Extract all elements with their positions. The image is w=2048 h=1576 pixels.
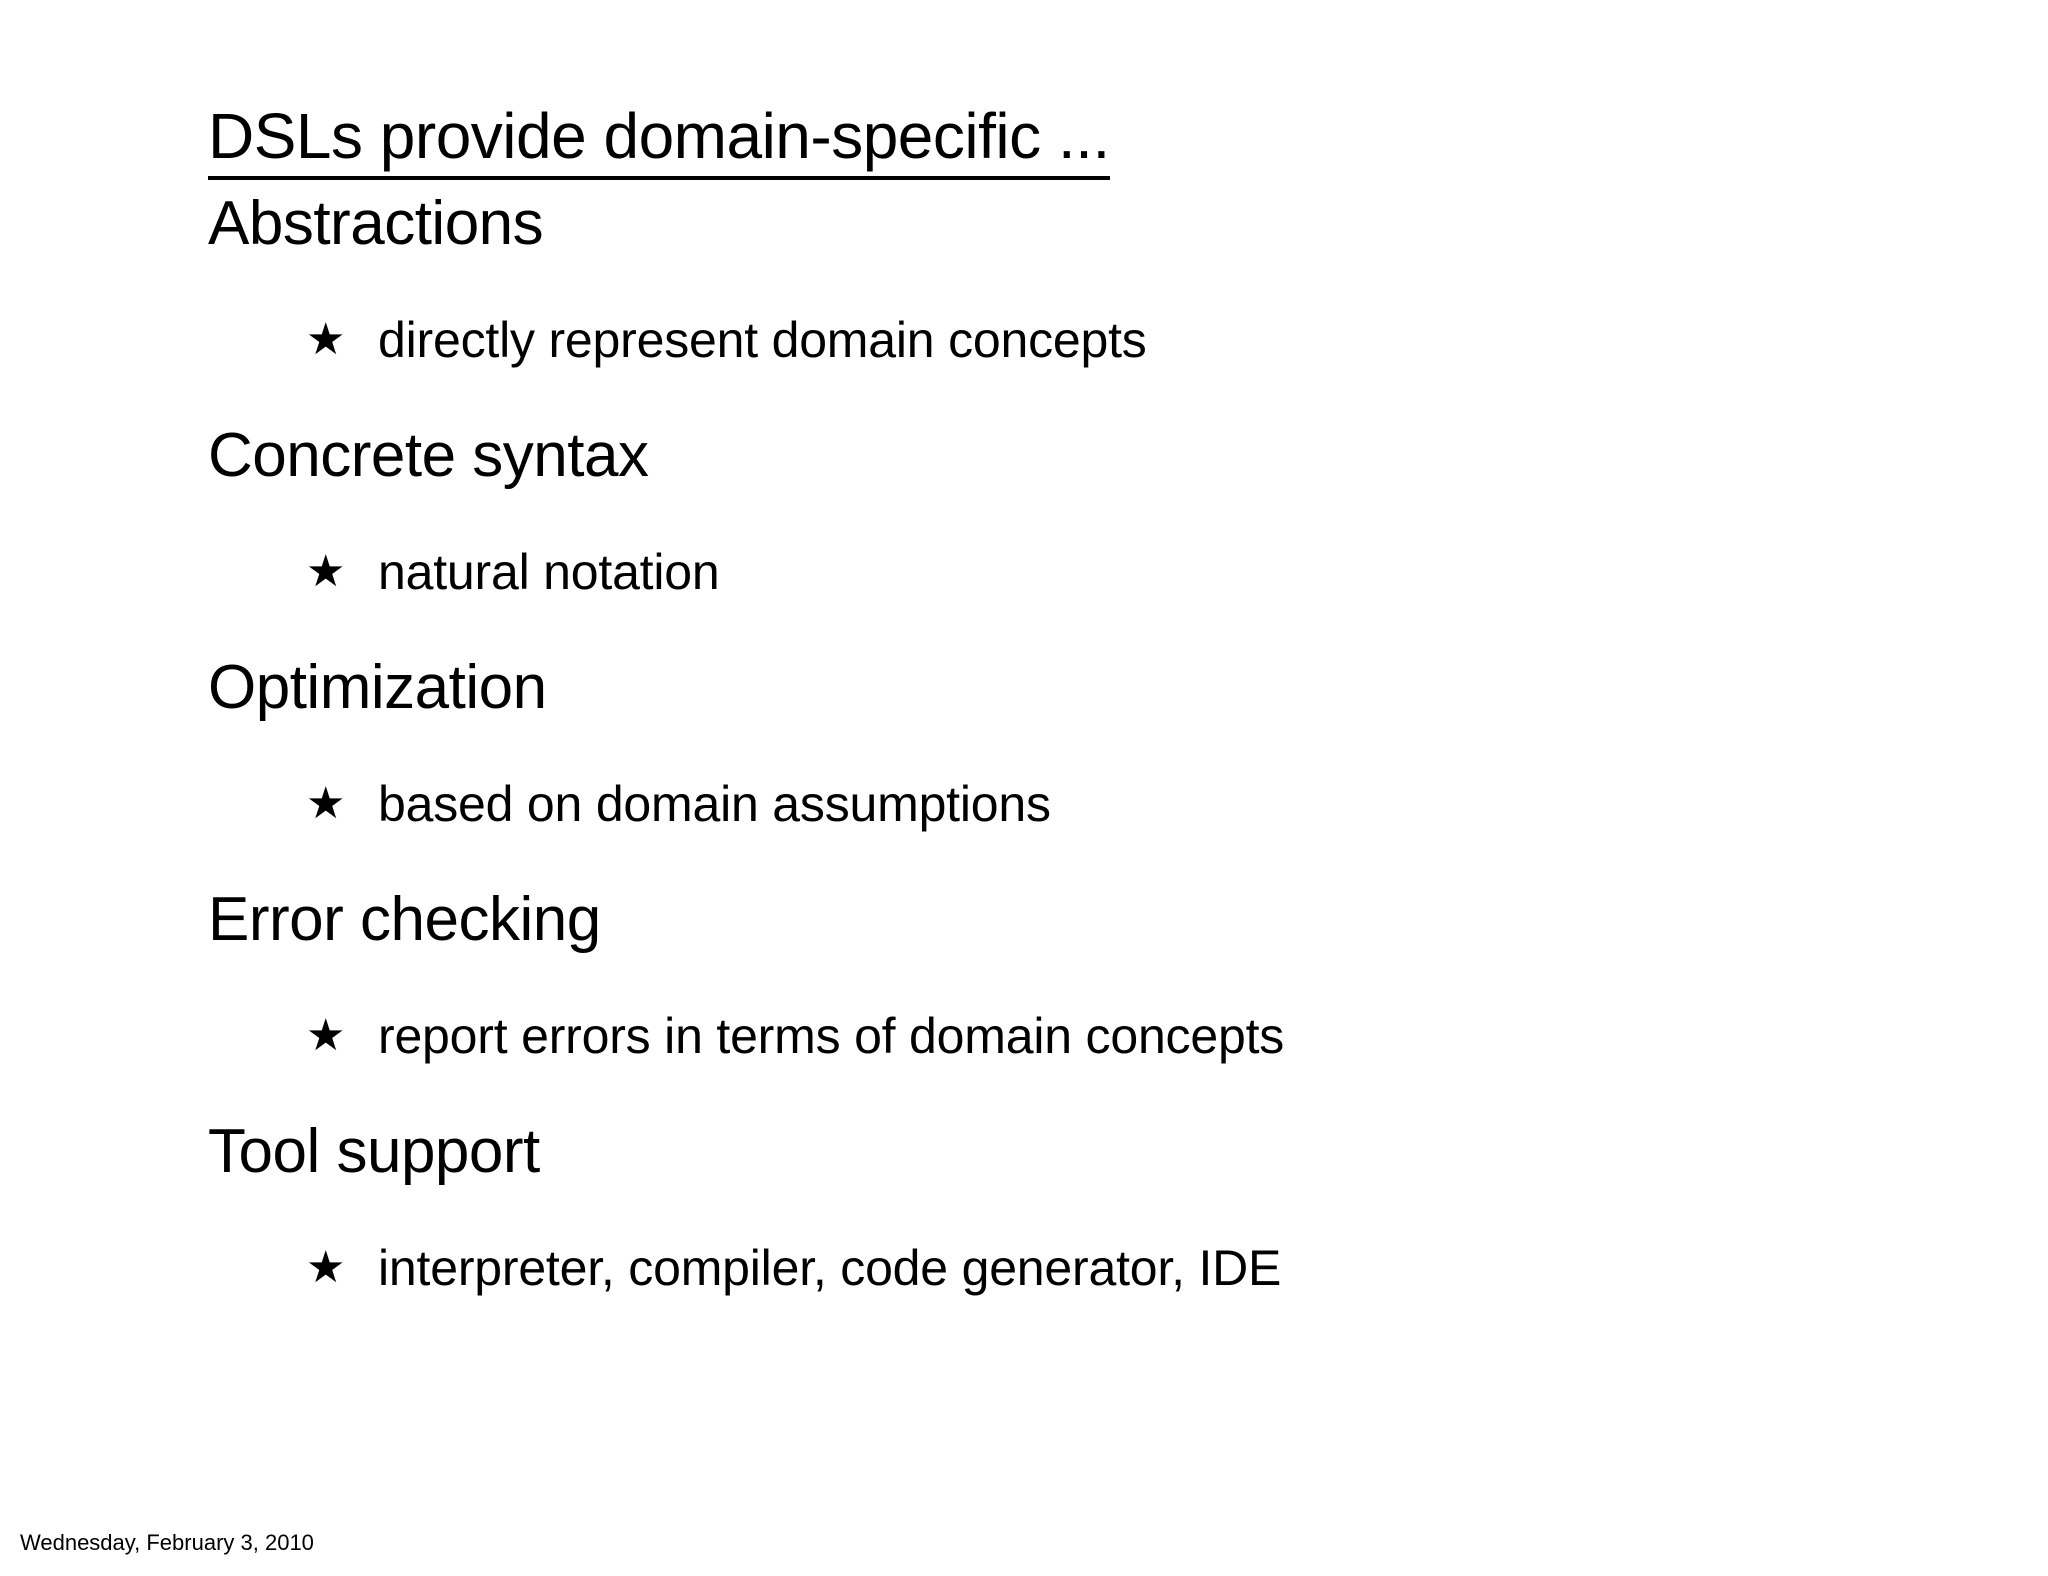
list-item: ★ based on domain assumptions <box>0 736 2048 872</box>
section-abstractions: Abstractions ★ directly represent domain… <box>0 176 2048 408</box>
list-item: ★ interpreter, compiler, code generator,… <box>0 1200 2048 1336</box>
section-heading: Optimization <box>208 653 547 722</box>
list-item: ★ report errors in terms of domain conce… <box>0 968 2048 1104</box>
star-bullet-icon: ★ <box>306 1011 346 1060</box>
slide-body: Abstractions ★ directly represent domain… <box>0 176 2048 1336</box>
list-item: ★ directly represent domain concepts <box>0 272 2048 408</box>
star-bullet-icon: ★ <box>306 1243 346 1292</box>
page-title-text: DSLs provide domain-specific ... <box>208 102 1110 181</box>
footer-date: Wednesday, February 3, 2010 <box>20 1529 314 1555</box>
list-item: ★ natural notation <box>0 504 2048 640</box>
star-bullet-icon: ★ <box>306 779 346 828</box>
list-item-label: based on domain assumptions <box>378 776 1051 832</box>
section-heading: Tool support <box>208 1117 540 1186</box>
section-heading: Concrete syntax <box>208 421 649 490</box>
list-item-label: report errors in terms of domain concept… <box>378 1008 1285 1064</box>
section-error-checking: Error checking ★ report errors in terms … <box>0 872 2048 1104</box>
star-bullet-icon: ★ <box>306 315 346 364</box>
list-item-label: natural notation <box>378 544 720 600</box>
section-heading: Error checking <box>208 885 601 954</box>
star-bullet-icon: ★ <box>306 547 346 596</box>
list-item-label: interpreter, compiler, code generator, I… <box>378 1240 1282 1296</box>
section-optimization: Optimization ★ based on domain assumptio… <box>0 640 2048 872</box>
section-concrete-syntax: Concrete syntax ★ natural notation <box>0 408 2048 640</box>
section-tool-support: Tool support ★ interpreter, compiler, co… <box>0 1104 2048 1336</box>
list-item-label: directly represent domain concepts <box>378 312 1147 368</box>
page-title: DSLs provide domain-specific ... <box>208 102 1110 181</box>
section-heading: Abstractions <box>208 189 544 258</box>
